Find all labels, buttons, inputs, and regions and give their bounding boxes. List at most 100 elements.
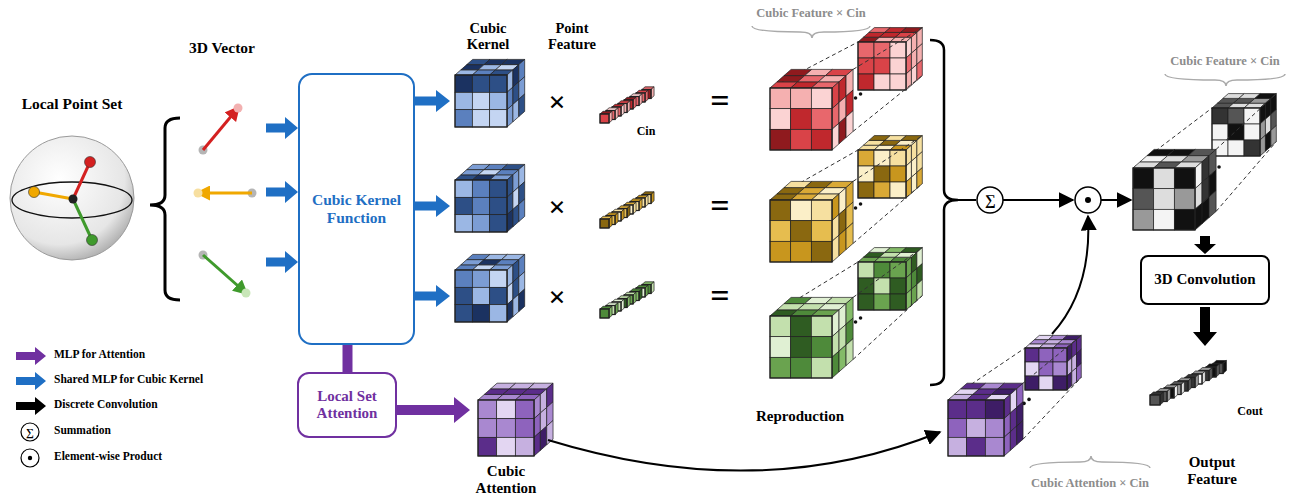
dashed-guide xyxy=(1133,108,1212,168)
drawing-part xyxy=(874,166,890,182)
cube xyxy=(1150,392,1163,405)
drawing-part xyxy=(1228,140,1244,156)
drawing-part xyxy=(858,74,874,90)
shared-mlp-arrow xyxy=(411,195,450,217)
drawing-part xyxy=(811,129,832,150)
drawing-part xyxy=(472,215,489,232)
drawing-part xyxy=(811,200,832,221)
drawing-part xyxy=(1133,209,1154,230)
drawing-part xyxy=(791,88,812,109)
drawing-part xyxy=(1228,124,1244,140)
attention-link xyxy=(343,345,353,372)
drawing-part xyxy=(832,351,839,378)
convolution-box: 3D Convolution xyxy=(1140,255,1270,305)
legend-label: Shared MLP for Cubic Kernel xyxy=(54,373,203,385)
reproduction-label: Reproduction xyxy=(753,408,847,425)
dashed-guide xyxy=(853,184,922,244)
dashed-guide xyxy=(853,76,922,132)
cube xyxy=(858,248,922,310)
legend-arrow xyxy=(16,372,46,390)
cube xyxy=(455,254,525,322)
drawing-part xyxy=(1067,372,1072,390)
drawing-part xyxy=(770,357,791,378)
drawing-part xyxy=(811,241,832,262)
drawing-part xyxy=(478,437,497,456)
drawing-part xyxy=(515,437,534,456)
ellipsis-dot xyxy=(859,316,863,320)
drawing-part xyxy=(513,204,519,227)
drawing-part xyxy=(600,219,609,228)
drawing-part xyxy=(839,345,846,372)
drawing-part xyxy=(890,166,906,182)
dashed-guide xyxy=(1216,142,1276,212)
equals-sign: = xyxy=(710,277,729,314)
drawing-part xyxy=(1004,432,1010,456)
drawing-part xyxy=(858,150,874,166)
drawing-part xyxy=(1053,348,1067,362)
drawing-part xyxy=(858,58,874,74)
drawing-part xyxy=(515,419,534,438)
drawing-part xyxy=(948,400,967,419)
grey-brace xyxy=(1165,74,1285,86)
drawing-part xyxy=(455,215,472,232)
drawing-part xyxy=(948,437,967,456)
drawing-part xyxy=(858,42,906,90)
vector-arrow xyxy=(203,255,246,293)
legend-dot xyxy=(28,456,32,460)
ellipsis-dot xyxy=(859,92,863,96)
drawing-part xyxy=(507,209,513,232)
drawing-part xyxy=(1212,124,1228,140)
drawing-part xyxy=(1244,124,1260,140)
shared-mlp-arrow xyxy=(266,181,298,203)
drawing-part xyxy=(874,74,890,90)
cube xyxy=(948,383,1023,456)
drawing-part xyxy=(519,199,525,222)
equals-sign: = xyxy=(710,82,729,119)
drawing-part xyxy=(874,58,890,74)
ellipsis-dot xyxy=(854,96,858,100)
drawing-part xyxy=(497,400,516,419)
drawing-part xyxy=(811,221,832,242)
drawing-part xyxy=(985,419,1004,438)
attention-box: Local Set Attention xyxy=(297,372,397,438)
shared-mlp-arrow xyxy=(411,285,450,307)
channel-count: Cout xyxy=(1237,405,1262,418)
attention-mlp-arrow xyxy=(393,397,470,423)
drawing-part xyxy=(519,94,525,117)
drawing-part xyxy=(1228,108,1244,124)
drawing-part xyxy=(515,400,534,419)
drawing-part xyxy=(770,200,832,262)
drawing-part xyxy=(890,294,906,310)
drawing-part xyxy=(1039,376,1053,390)
drawing-part xyxy=(948,419,967,438)
drawing-part xyxy=(1154,168,1175,189)
point-vector xyxy=(73,199,92,240)
drawing-part xyxy=(472,305,489,322)
drawing-part xyxy=(472,270,489,287)
drawing-part xyxy=(967,400,986,419)
legend-label: Summation xyxy=(54,424,111,436)
drawing-part xyxy=(472,287,489,304)
dashed-guide xyxy=(853,248,922,298)
drawing-part xyxy=(1209,191,1216,218)
drawing-part xyxy=(507,299,513,322)
ellipsis-dot xyxy=(1027,398,1031,402)
dashed-guide xyxy=(853,28,922,70)
drawing-part xyxy=(770,241,791,262)
attention-arrow xyxy=(1052,216,1088,334)
drawing-part xyxy=(507,104,513,127)
shared-mlp-arrow xyxy=(266,251,298,273)
cube xyxy=(455,59,525,127)
legend-label: Discrete Convolution xyxy=(54,398,158,410)
center-point xyxy=(69,195,78,204)
cube xyxy=(858,28,922,90)
sphere xyxy=(10,136,134,260)
equals-sign: = xyxy=(710,187,729,224)
drawing-part xyxy=(455,75,472,92)
drawing-part xyxy=(490,197,507,214)
column-heading: Point Feature xyxy=(542,21,602,53)
column-heading: Cubic Kernel xyxy=(458,21,518,53)
drawing-part xyxy=(890,182,906,198)
drawing-part xyxy=(1150,395,1160,405)
